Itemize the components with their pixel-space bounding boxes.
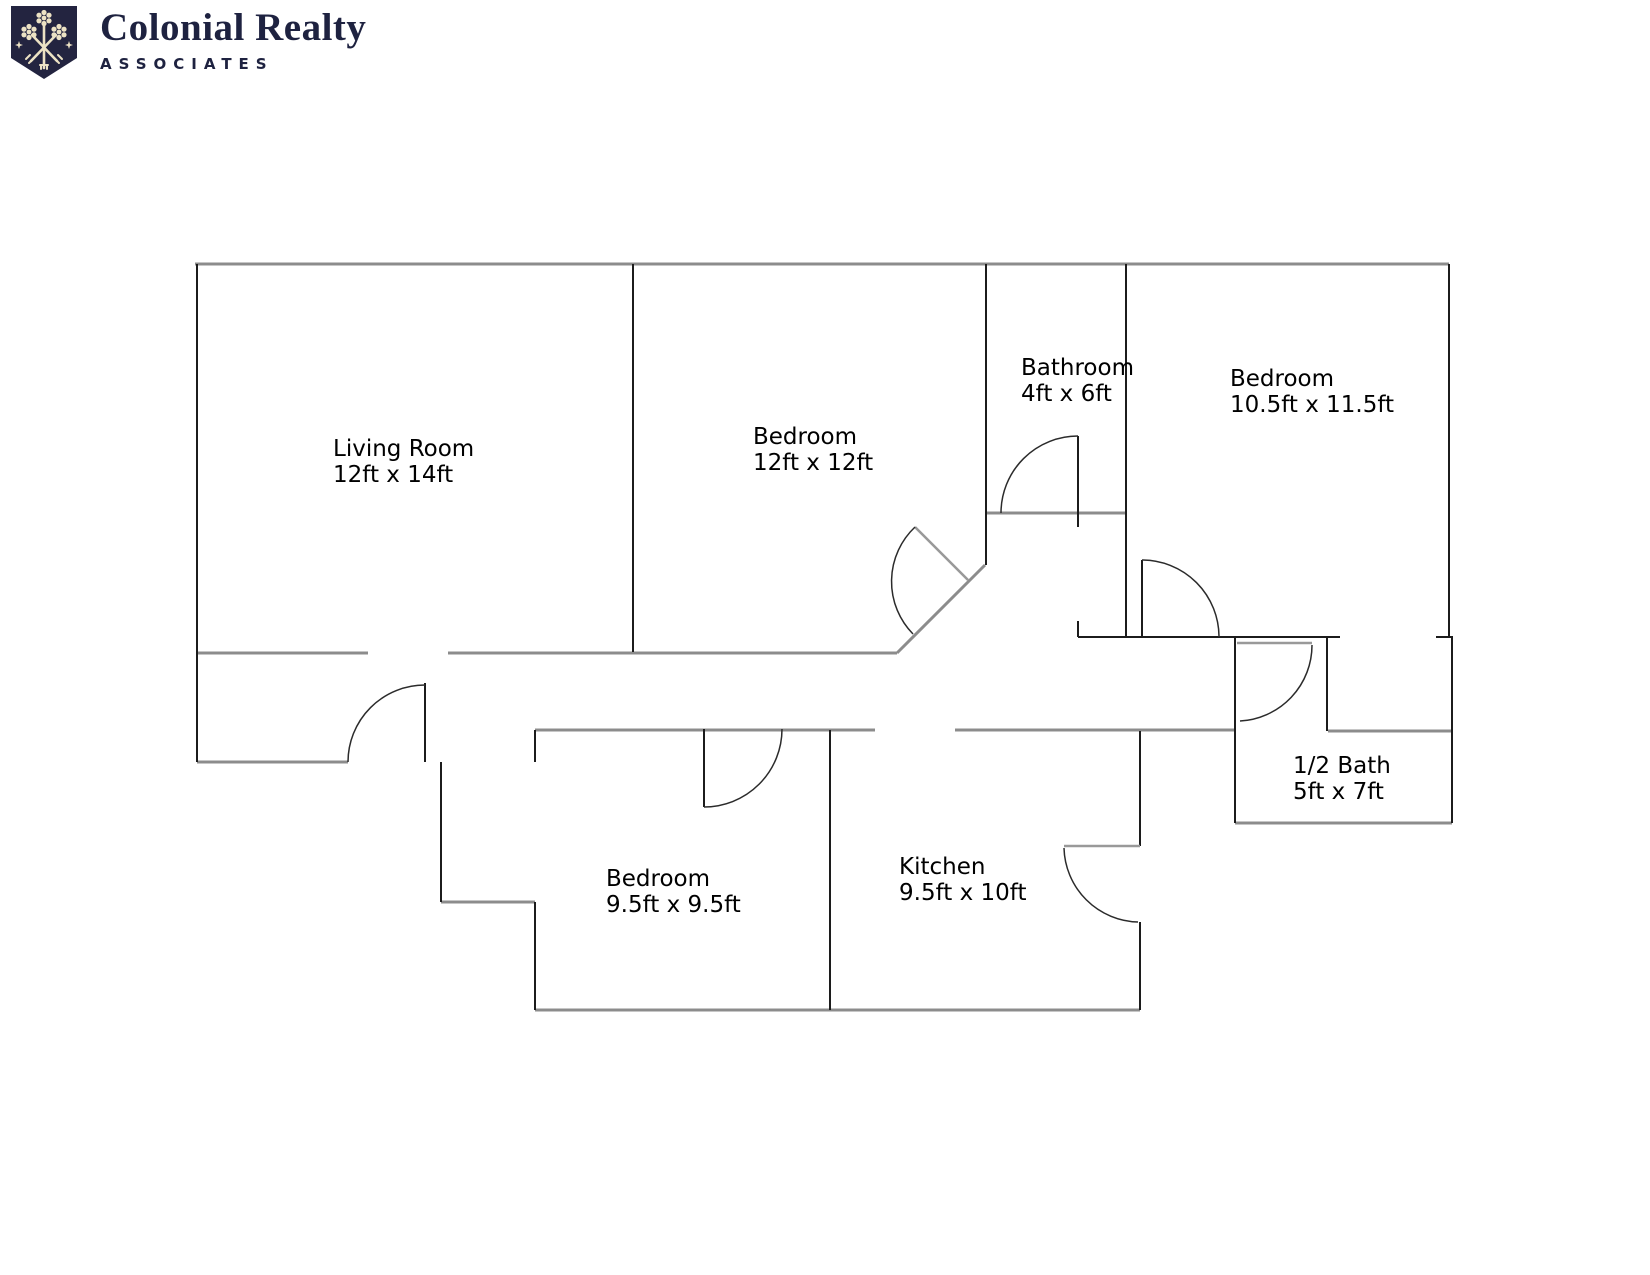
- room-name: Bedroom: [753, 424, 858, 450]
- room-dims: 9.5ft x 9.5ft: [606, 892, 741, 918]
- room-name: Bedroom: [1230, 366, 1335, 392]
- bedroom-12-door-arc: [890, 526, 916, 635]
- room-name: Bedroom: [606, 866, 711, 892]
- brand-logo: Colonial Realty ASSOCIATES: [10, 5, 366, 81]
- bedroom-10-5-door-arc: [1141, 559, 1220, 638]
- brand-name: Colonial Realty: [100, 6, 367, 49]
- room-dims: 12ft x 14ft: [333, 462, 454, 488]
- half-bath-door-arc: [1239, 644, 1313, 722]
- brand-subtitle: ASSOCIATES: [100, 55, 274, 73]
- walls-gray: [195, 262, 1452, 1012]
- room-name: Bathroom: [1021, 355, 1134, 381]
- door-leaves-gray: [914, 526, 1312, 848]
- room-dims: 10.5ft x 11.5ft: [1230, 392, 1395, 418]
- room-dims: 12ft x 12ft: [753, 450, 874, 476]
- room-dims: 5ft x 7ft: [1293, 779, 1384, 805]
- bedroom-12-door-leaf: [914, 526, 969, 581]
- brand-text: Colonial Realty ASSOCIATES: [100, 5, 367, 74]
- bedroom-9-5-door-arc: [703, 728, 783, 808]
- walls-black: [195, 264, 1454, 1010]
- wall-diagonal: [895, 563, 987, 655]
- room-dims: 4ft x 6ft: [1021, 381, 1112, 407]
- bow-top: [36, 9, 52, 27]
- room-label-living-room: Living Room 12ft x 14ft: [333, 436, 474, 488]
- room-name: Kitchen: [899, 854, 986, 880]
- room-label-half-bath: 1/2 Bath 5ft x 7ft: [1293, 753, 1391, 805]
- shield-keys-icon: [11, 6, 77, 79]
- entry-door-arc: [347, 684, 426, 763]
- room-name: 1/2 Bath: [1293, 753, 1391, 779]
- room-label-bedroom-12: Bedroom 12ft x 12ft: [753, 424, 873, 476]
- door-arcs: [347, 435, 1313, 923]
- room-label-kitchen: Kitchen 9.5ft x 10ft: [899, 854, 1027, 906]
- room-name: Living Room: [333, 436, 475, 462]
- kitchen-door-arc: [1063, 847, 1139, 923]
- room-dims: 9.5ft x 10ft: [899, 880, 1027, 906]
- room-label-bedroom-10-5: Bedroom 10.5ft x 11.5ft: [1230, 366, 1394, 418]
- bow-left: [21, 23, 37, 41]
- door-leaves: [424, 436, 1143, 807]
- bow-right: [51, 23, 67, 41]
- room-label-bathroom: Bathroom 4ft x 6ft: [1021, 355, 1134, 407]
- bathroom-door-arc: [1000, 435, 1079, 514]
- room-label-bedroom-9-5: Bedroom 9.5ft x 9.5ft: [606, 866, 741, 918]
